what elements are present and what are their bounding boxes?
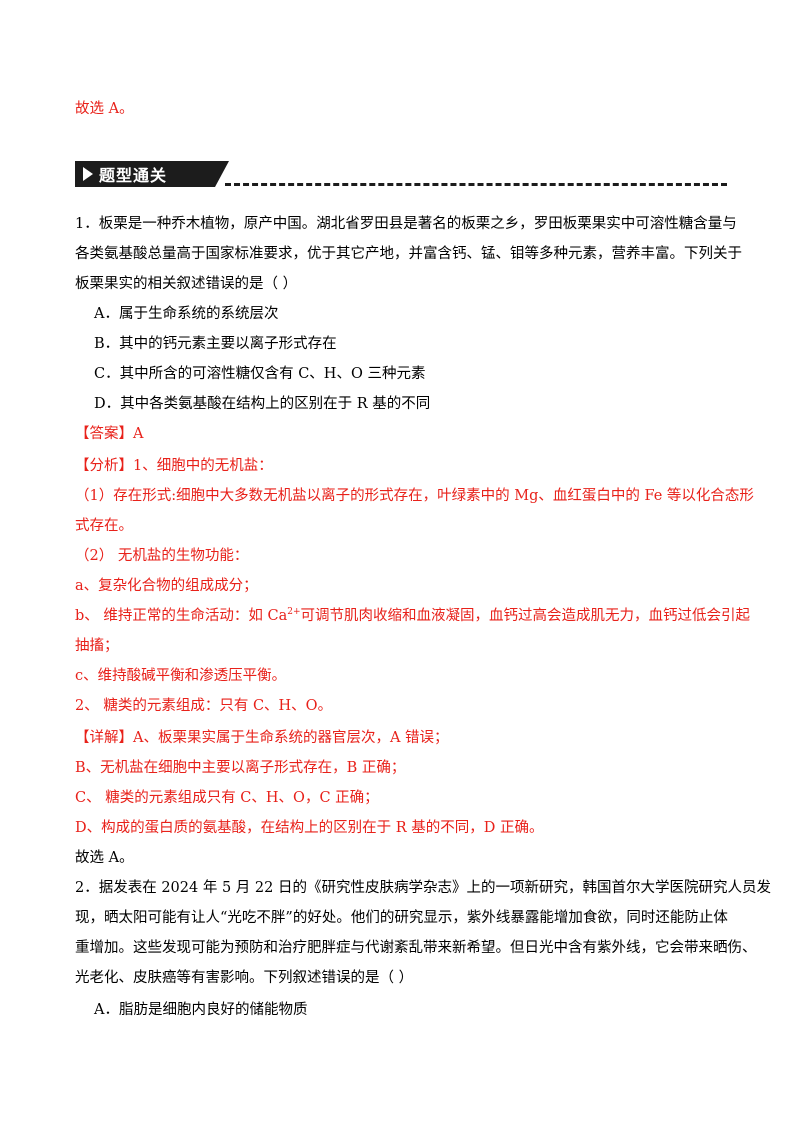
q2-stem-line: 光老化、皮肤癌等有害影响。下列叙述错误的是（ ） bbox=[75, 970, 414, 986]
q1-analysis-line: c、维持酸碱平衡和渗透压平衡。 bbox=[75, 668, 287, 684]
q1-stem-line: 板栗果实的相关叙述错误的是（ ） bbox=[75, 276, 298, 292]
q1-option-b: B．其中的钙元素主要以离子形式存在 bbox=[94, 336, 337, 352]
q1-analysis-line: a、复杂化合物的组成成分； bbox=[75, 578, 258, 594]
q1-option-d: D．其中各类氨基酸在结构上的区别在于 R 基的不同 bbox=[94, 396, 431, 412]
q1-option-c: C．其中所含的可溶性糖仅含有 C、H、O 三种元素 bbox=[94, 366, 426, 382]
section-tab: 题型通关 bbox=[75, 161, 229, 187]
q1-analysis-line: 2、 糖类的元素组成：只有 C、H、O。 bbox=[75, 698, 333, 714]
section-dashed-rule bbox=[225, 183, 727, 186]
q1-analysis-line: 式存在。 bbox=[75, 518, 133, 534]
q1-conclusion: 故选 A。 bbox=[75, 850, 134, 866]
q1-stem-line: 各类氨基酸总量高于国家标准要求，优于其它产地，并富含钙、锰、钼等多种元素，营养丰… bbox=[75, 246, 742, 262]
play-arrow-icon bbox=[83, 167, 93, 181]
q1-analysis-line: 【分析】1、细胞中的无机盐： bbox=[75, 458, 273, 474]
q2-stem-line: 2．据发表在 2024 年 5 月 22 日的《研究性皮肤病学杂志》上的一项新研… bbox=[75, 880, 771, 896]
q1-analysis-line: 抽搐； bbox=[75, 638, 119, 654]
q2-option-a: A．脂肪是细胞内良好的储能物质 bbox=[94, 1002, 308, 1018]
section-header: 题型通关 bbox=[75, 159, 727, 189]
q1-detail-line: B、无机盐在细胞中主要以离子形式存在，B 正确； bbox=[75, 760, 406, 776]
q1-analysis-superscript: 2+ bbox=[287, 607, 301, 618]
q1-option-a: A．属于生命系统的系统层次 bbox=[94, 306, 279, 322]
q1-analysis-line: （2） 无机盐的生物功能： bbox=[75, 548, 249, 564]
q1-detail-line: D、构成的蛋白质的氨基酸，在结构上的区别在于 R 基的不同，D 正确。 bbox=[75, 820, 544, 836]
top-conclusion: 故选 A。 bbox=[75, 101, 134, 117]
q1-analysis-line: （1）存在形式:细胞中大多数无机盐以离子的形式存在，叶绿素中的 Mg、血红蛋白中… bbox=[75, 488, 754, 504]
section-title: 题型通关 bbox=[99, 166, 168, 185]
q2-stem-line: 现，晒太阳可能有让人“光吃不胖”的好处。他们的研究显示，紫外线暴露能增加食欲，同… bbox=[75, 910, 728, 926]
q1-answer: 【答案】A bbox=[75, 426, 144, 442]
q1-analysis-line: b、 维持正常的生命活动：如 Ca2+可调节肌肉收缩和血液凝固，血钙过高会造成肌… bbox=[75, 606, 750, 626]
q2-stem-line: 重增加。这些发现可能为预防和治疗肥胖症与代谢紊乱带来新希望。但日光中含有紫外线，… bbox=[75, 940, 757, 956]
q1-analysis-text: 可调节肌肉收缩和血液凝固，血钙过高会造成肌无力，血钙过低会引起 bbox=[300, 608, 751, 624]
q1-detail-line: C、 糖类的元素组成只有 C、H、O，C 正确； bbox=[75, 790, 379, 806]
q1-detail-line: 【详解】A、板栗果实属于生命系统的器官层次，A 错误； bbox=[75, 730, 449, 746]
q1-stem-line: 1．板栗是一种乔木植物，原产中国。湖北省罗田县是著名的板栗之乡，罗田板栗果实中可… bbox=[75, 216, 737, 232]
q1-analysis-text: b、 维持正常的生命活动：如 Ca bbox=[75, 608, 288, 624]
